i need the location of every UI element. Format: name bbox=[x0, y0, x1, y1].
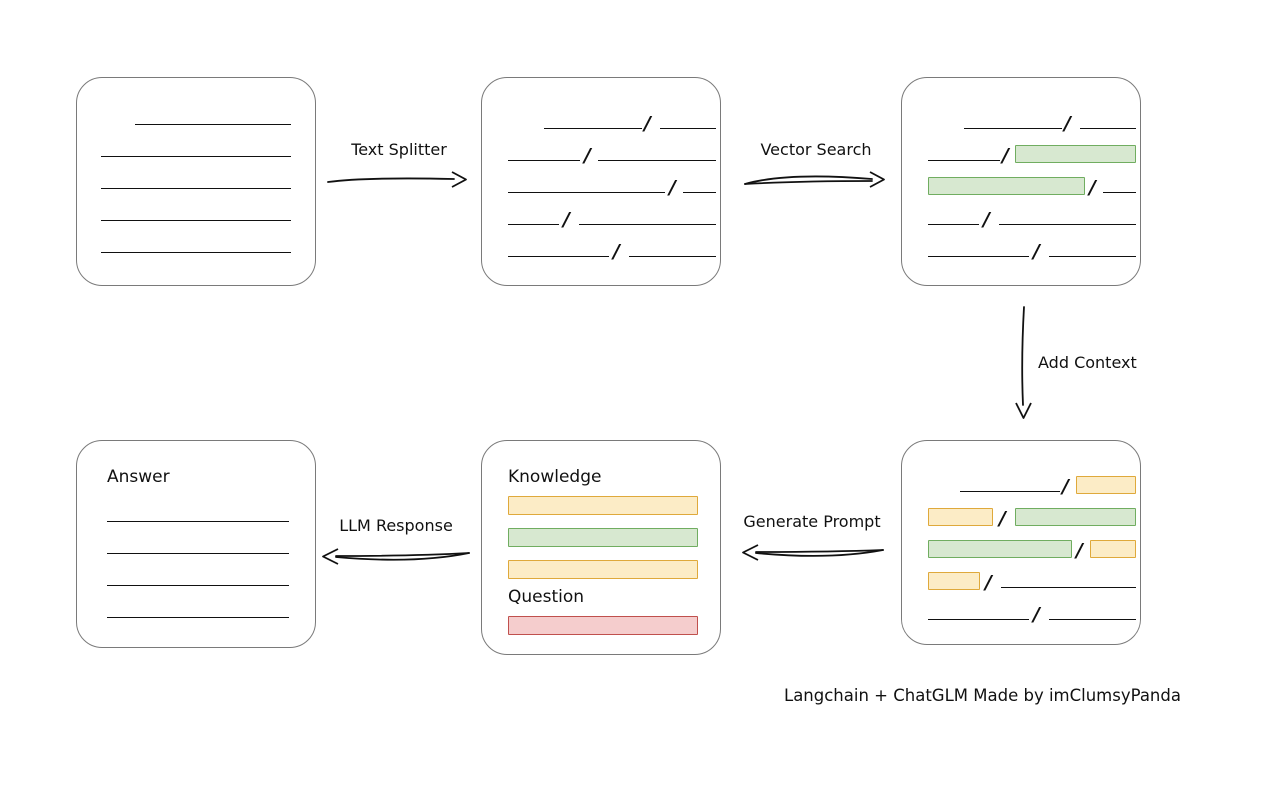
text-line bbox=[107, 585, 289, 586]
slash-separator: / bbox=[669, 176, 676, 199]
node-prompt[interactable]: Knowledge Question bbox=[481, 440, 721, 655]
text-line-segment bbox=[928, 160, 1000, 161]
knowledge-bar-yellow bbox=[508, 496, 698, 515]
heading-question: Question bbox=[508, 587, 585, 607]
text-line-segment bbox=[508, 224, 559, 225]
text-line-segment bbox=[1001, 587, 1136, 588]
slash-separator: / bbox=[644, 112, 651, 135]
edge-label-add-context: Add Context bbox=[1038, 353, 1137, 372]
text-line-segment bbox=[1049, 619, 1136, 620]
text-line-segment bbox=[964, 128, 1062, 129]
slash-separator: / bbox=[1076, 539, 1083, 562]
slash-separator: / bbox=[999, 507, 1006, 530]
highlight-chip-green bbox=[1015, 508, 1136, 526]
slash-separator: / bbox=[584, 144, 591, 167]
text-line bbox=[101, 220, 291, 221]
highlight-chip-yellow bbox=[928, 508, 993, 526]
heading-knowledge: Knowledge bbox=[508, 467, 602, 487]
text-line bbox=[107, 617, 289, 618]
arrow-right-icon bbox=[744, 171, 885, 188]
arrow-down-icon bbox=[1015, 306, 1032, 419]
highlight-chip-yellow bbox=[1090, 540, 1136, 558]
text-line bbox=[107, 553, 289, 554]
text-line-segment bbox=[508, 160, 580, 161]
text-line-segment bbox=[960, 491, 1060, 492]
heading-answer: Answer bbox=[107, 467, 170, 487]
text-line-segment bbox=[1049, 256, 1136, 257]
text-line-segment bbox=[928, 619, 1029, 620]
text-line-segment bbox=[1103, 192, 1136, 193]
text-line-segment bbox=[928, 224, 979, 225]
question-bar-red bbox=[508, 616, 698, 635]
text-line bbox=[101, 156, 291, 157]
slash-separator: / bbox=[1033, 240, 1040, 263]
highlight-chip-yellow bbox=[928, 572, 980, 590]
text-line-segment bbox=[660, 128, 716, 129]
text-line bbox=[135, 124, 291, 125]
slash-separator: / bbox=[613, 240, 620, 263]
arrow-left-icon bbox=[742, 544, 884, 561]
slash-separator: / bbox=[1064, 112, 1071, 135]
edge-label-vector-search: Vector Search bbox=[760, 140, 872, 159]
edge-label-text-splitter: Text Splitter bbox=[351, 140, 447, 159]
text-line bbox=[101, 252, 291, 253]
highlight-chip-green bbox=[1015, 145, 1136, 163]
text-line-segment bbox=[999, 224, 1136, 225]
node-context-chunks[interactable]: / / / / / bbox=[901, 440, 1141, 645]
text-line-segment bbox=[544, 128, 642, 129]
text-line-segment bbox=[508, 256, 609, 257]
slash-separator: / bbox=[1089, 176, 1096, 199]
edge-llm-response[interactable]: LLM Response bbox=[320, 516, 472, 568]
text-line bbox=[101, 188, 291, 189]
knowledge-bar-green bbox=[508, 528, 698, 547]
diagram-caption: Langchain + ChatGLM Made by imClumsyPand… bbox=[784, 686, 1181, 705]
node-answer[interactable]: Answer bbox=[76, 440, 316, 648]
edge-text-splitter[interactable]: Text Splitter bbox=[326, 140, 472, 192]
edge-generate-prompt[interactable]: Generate Prompt bbox=[738, 512, 886, 564]
text-line-segment bbox=[629, 256, 716, 257]
highlight-chip-green bbox=[928, 540, 1072, 558]
arrow-left-icon bbox=[322, 548, 470, 565]
highlight-chip-green bbox=[928, 177, 1085, 195]
text-line-segment bbox=[598, 160, 716, 161]
knowledge-bar-yellow bbox=[508, 560, 698, 579]
node-source-document[interactable] bbox=[76, 77, 316, 286]
highlight-chip-yellow bbox=[1076, 476, 1136, 494]
slash-separator: / bbox=[983, 208, 990, 231]
slash-separator: / bbox=[1002, 144, 1009, 167]
slash-separator: / bbox=[1033, 603, 1040, 626]
slash-separator: / bbox=[563, 208, 570, 231]
slash-separator: / bbox=[985, 571, 992, 594]
edge-vector-search[interactable]: Vector Search bbox=[742, 140, 890, 192]
text-line-segment bbox=[928, 256, 1029, 257]
arrow-right-icon bbox=[327, 171, 467, 188]
text-line-segment bbox=[1080, 128, 1136, 129]
edge-label-generate-prompt: Generate Prompt bbox=[743, 512, 881, 531]
text-line-segment bbox=[579, 224, 716, 225]
text-line bbox=[107, 521, 289, 522]
text-line-segment bbox=[683, 192, 716, 193]
node-matched-chunks[interactable]: / / / / / bbox=[901, 77, 1141, 286]
slash-separator: / bbox=[1062, 475, 1069, 498]
edge-label-llm-response: LLM Response bbox=[339, 516, 453, 535]
edge-add-context[interactable]: Add Context bbox=[1000, 305, 1170, 423]
node-split-chunks[interactable]: / / / / / bbox=[481, 77, 721, 286]
text-line-segment bbox=[508, 192, 665, 193]
